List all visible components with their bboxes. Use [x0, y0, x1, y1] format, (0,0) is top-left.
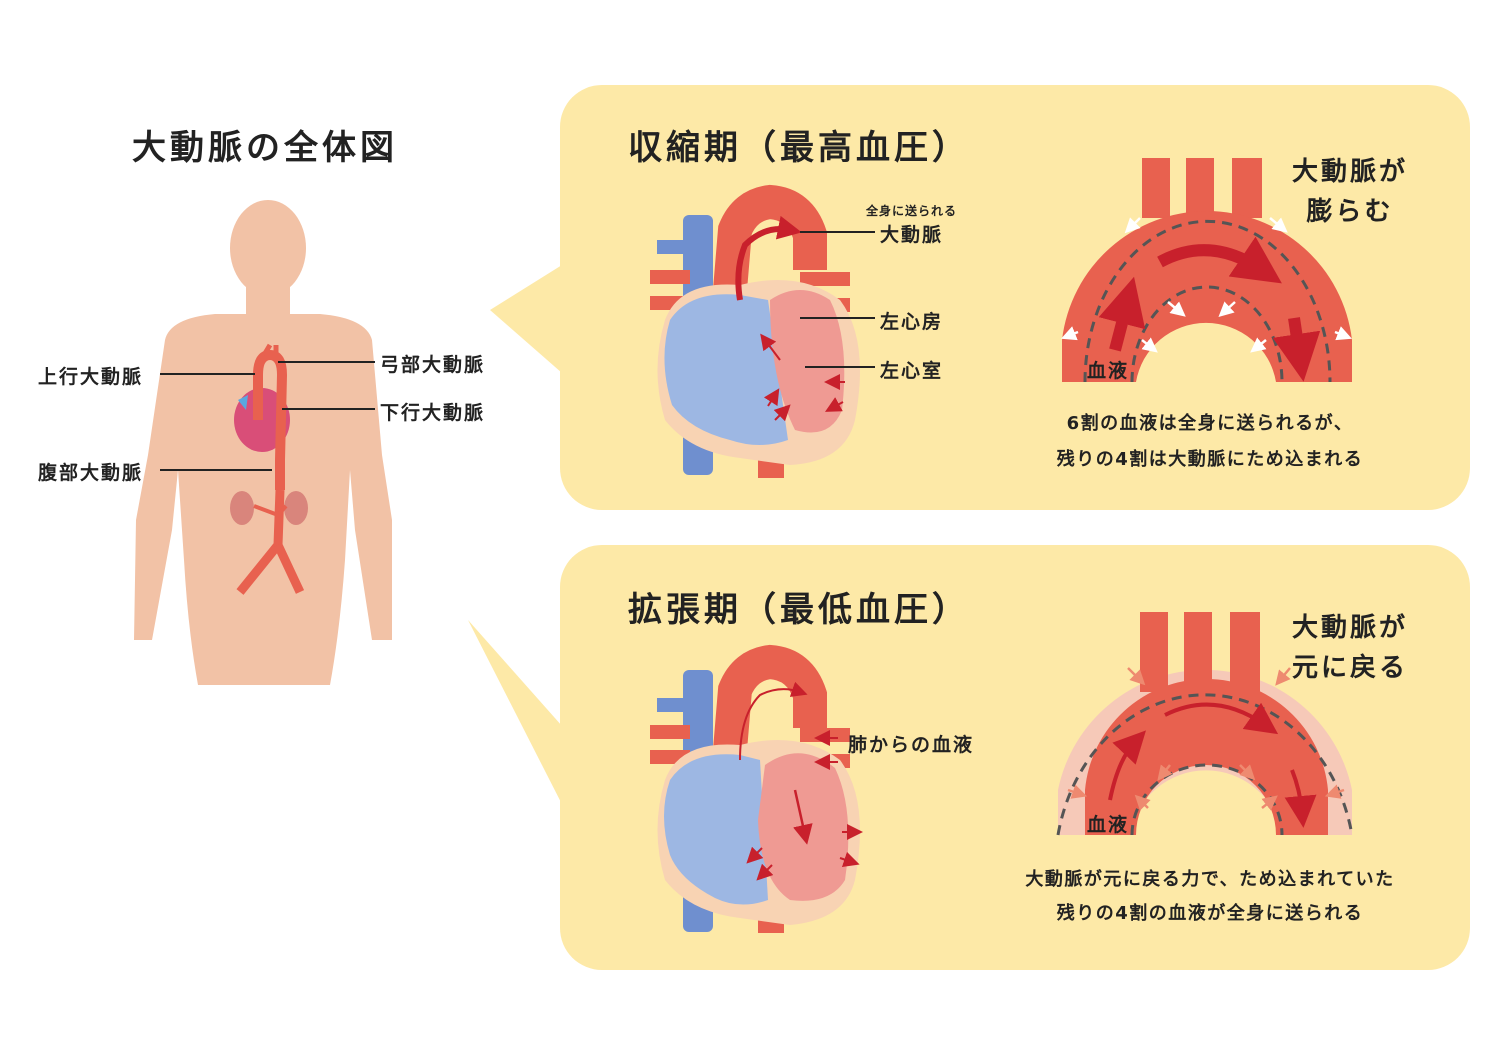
- label-aortic-arch: 弓部大動脈: [380, 354, 486, 376]
- label-descending-aorta: 下行大動脈: [380, 402, 486, 424]
- systole-label-left-ventricle: 左心室: [880, 360, 944, 382]
- diastole-blood-label: 血液: [1087, 814, 1130, 836]
- diastole-bubble-tail: [468, 620, 570, 820]
- right-kidney: [284, 491, 308, 525]
- systole-label-aorta: 大動脈: [880, 224, 944, 246]
- left-kidney: [230, 491, 254, 525]
- systole-bubble-tail: [490, 260, 570, 380]
- systole-heart: [650, 184, 860, 478]
- systole-label-left-atrium: 左心房: [880, 311, 944, 333]
- diastole-caption-line2: 残りの4割の血液が全身に送られる: [1056, 903, 1364, 924]
- systole-aorta-arch: [1061, 158, 1352, 383]
- diastole-title: 拡張期（最低血圧）: [628, 590, 970, 630]
- systole-caption-line1: 6割の血液は全身に送られるが、: [1066, 413, 1354, 434]
- diastole-heart: [650, 644, 863, 933]
- diastole-caption: 大動脈が元に戻る力で、ため込まれていた 残りの4割の血液が全身に送られる: [990, 863, 1430, 931]
- body-leader-lines: [160, 361, 375, 471]
- diastole-label-lung-blood: 肺からの血液: [848, 734, 975, 756]
- systole-callout: 大動脈が 膨らむ: [1292, 152, 1408, 232]
- systole-callout-line2: 膨らむ: [1306, 197, 1394, 227]
- systole-caption-line2: 残りの4割は大動脈にため込まれる: [1056, 449, 1364, 470]
- diastole-caption-line1: 大動脈が元に戻る力で、ため込まれていた: [1025, 869, 1395, 890]
- diastole-aorta-arch: [1056, 612, 1354, 836]
- diastole-callout: 大動脈が 元に戻る: [1292, 608, 1408, 688]
- label-ascending-aorta: 上行大動脈: [38, 366, 144, 388]
- body-aorta: [230, 343, 308, 595]
- label-abdominal-aorta: 腹部大動脈: [38, 462, 144, 484]
- systole-heart-leader-lines: [800, 231, 875, 368]
- systole-title: 収縮期（最高血圧）: [628, 128, 970, 168]
- systole-aorta-note: 全身に送られる: [866, 204, 958, 218]
- body-silhouette: [134, 200, 392, 685]
- systole-blood-label: 血液: [1087, 360, 1130, 382]
- overview-title: 大動脈の全体図: [132, 128, 398, 168]
- systole-caption: 6割の血液は全身に送られるが、 残りの4割は大動脈にため込まれる: [1020, 406, 1400, 478]
- systole-callout-line1: 大動脈が: [1292, 157, 1409, 187]
- diastole-callout-line1: 大動脈が: [1292, 613, 1409, 643]
- diastole-callout-line2: 元に戻る: [1292, 653, 1409, 683]
